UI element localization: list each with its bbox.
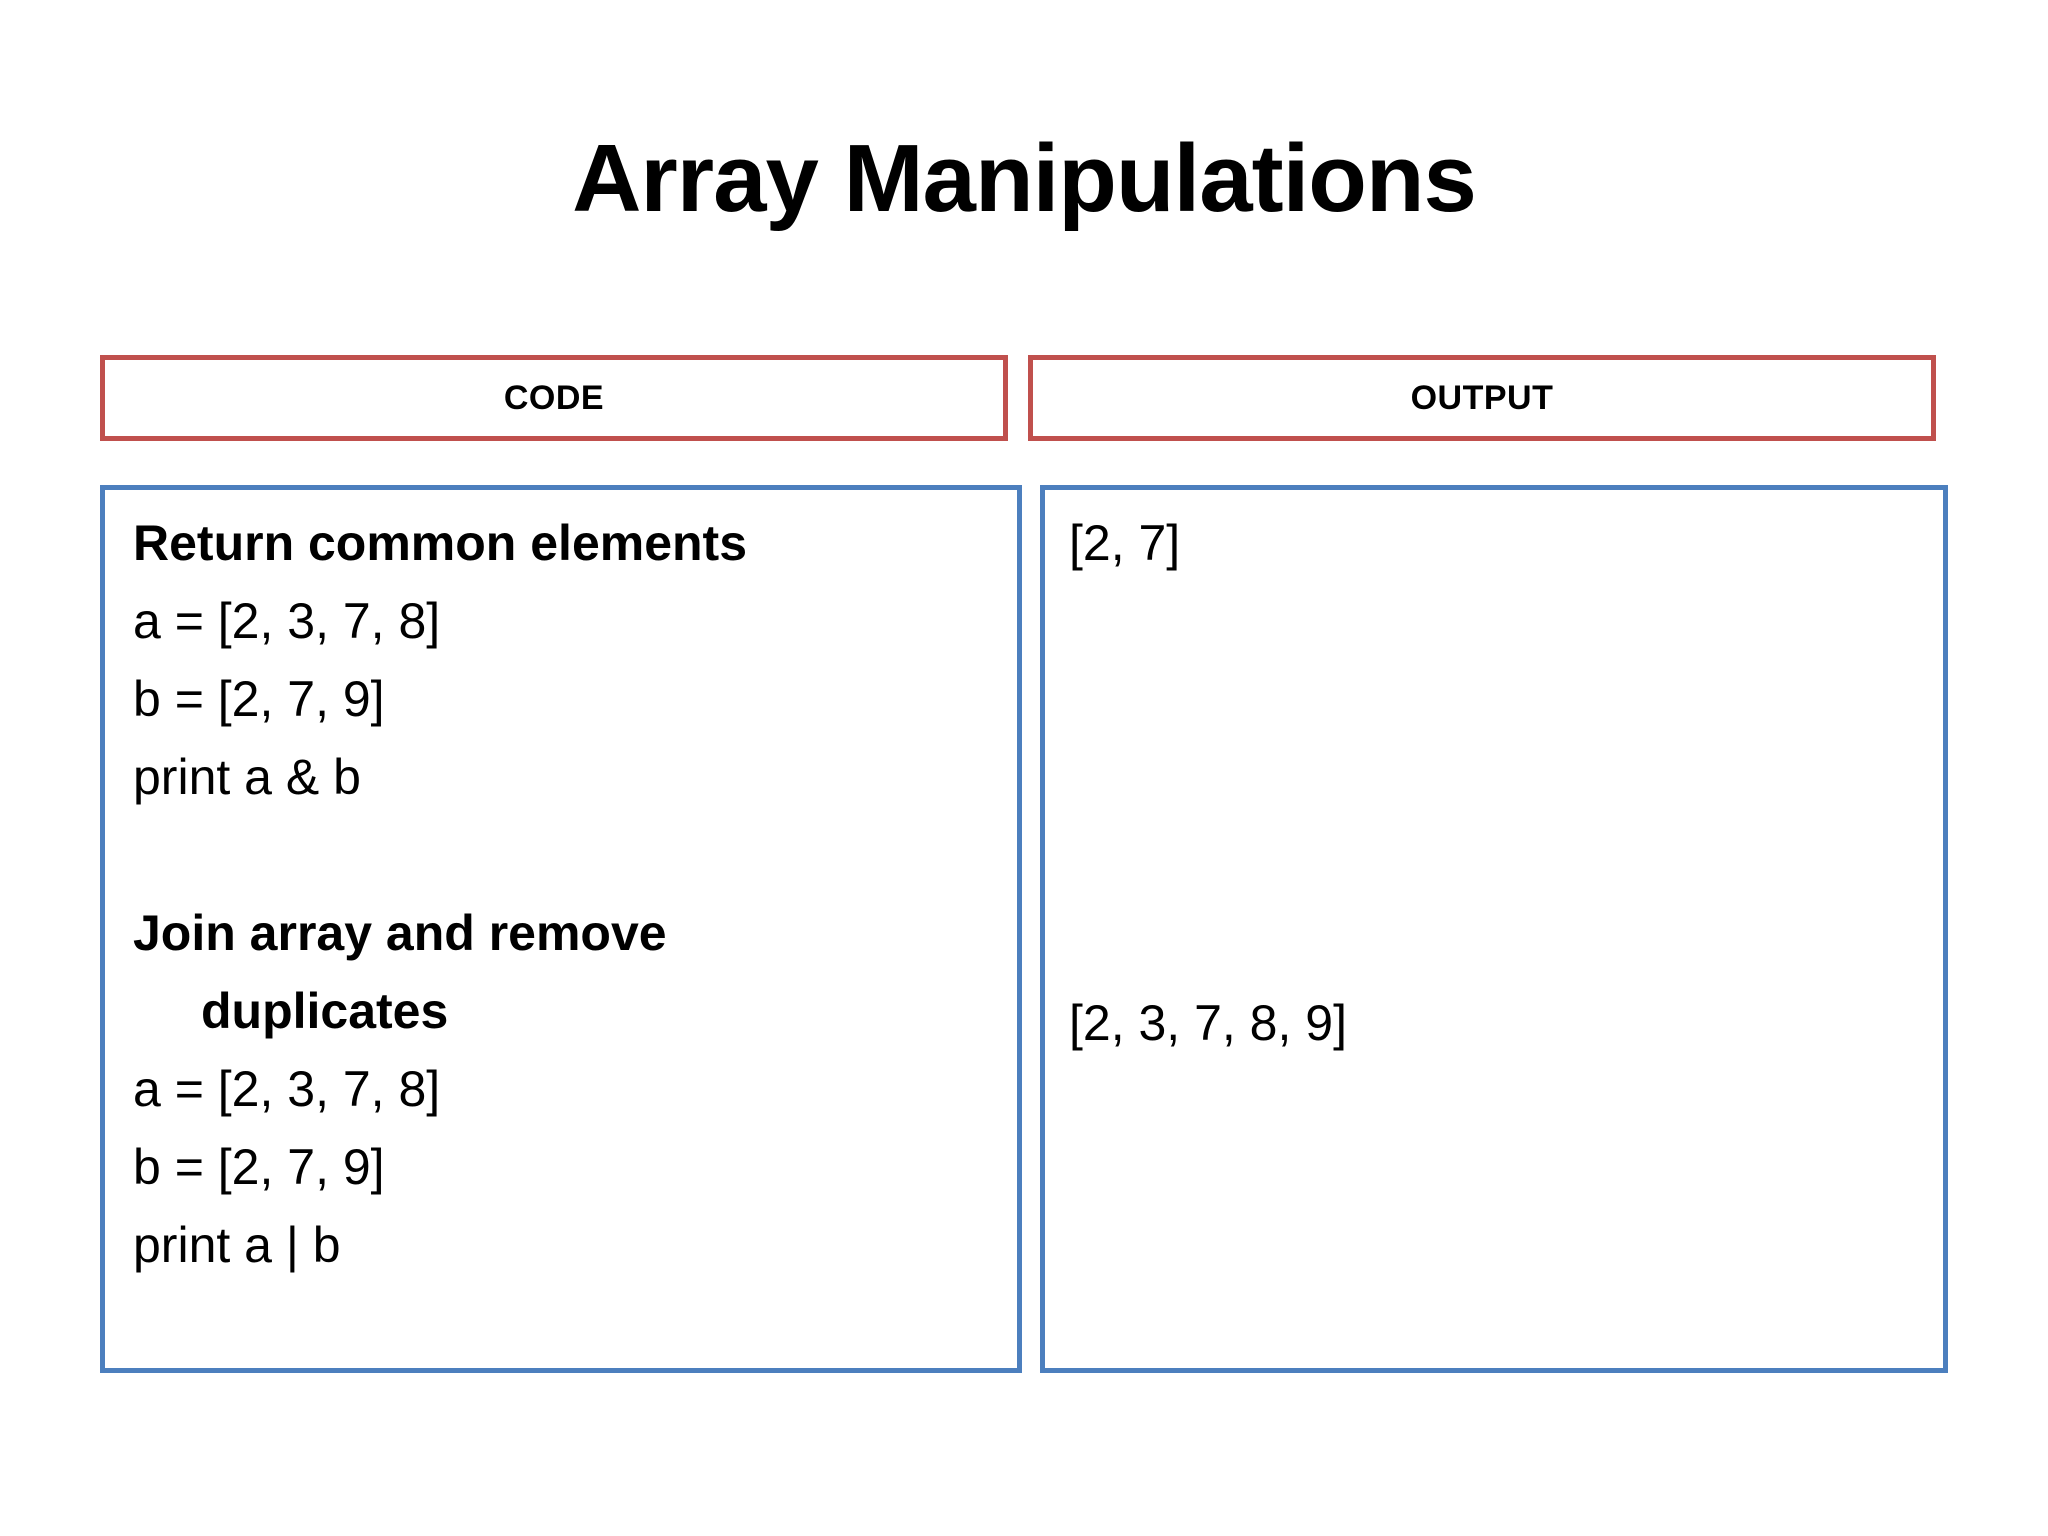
output-panel: [2, 7] [2, 3, 7, 8, 9] bbox=[1040, 485, 1948, 1373]
code-line-b-assign-2: b = [2, 7, 9] bbox=[133, 1139, 385, 1195]
code-line-a-assign-1: a = [2, 3, 7, 8] bbox=[133, 593, 441, 649]
code-line-heading-2-wrap: duplicates bbox=[201, 983, 449, 1039]
code-line-heading-1: Return common elements bbox=[133, 515, 748, 571]
column-header-output-label: OUTPUT bbox=[1410, 379, 1554, 417]
page-title: Array Manipulations bbox=[572, 125, 1477, 232]
column-header-output: OUTPUT bbox=[1028, 355, 1936, 441]
output-line-1: [2, 7] bbox=[1069, 515, 1181, 571]
code-line-b-assign-1: b = [2, 7, 9] bbox=[133, 671, 385, 727]
code-line-print-or: print a | b bbox=[133, 1217, 341, 1273]
column-header-code: CODE bbox=[100, 355, 1008, 441]
code-panel: Return common elements a = [2, 3, 7, 8] … bbox=[100, 485, 1022, 1373]
output-line-2: [2, 3, 7, 8, 9] bbox=[1069, 995, 1347, 1051]
code-line-blank bbox=[133, 816, 1001, 894]
code-line-heading-2: Join array and remove bbox=[133, 905, 667, 961]
code-line-a-assign-2: a = [2, 3, 7, 8] bbox=[133, 1061, 441, 1117]
column-header-code-label: CODE bbox=[503, 379, 605, 417]
code-panel-body: Return common elements a = [2, 3, 7, 8] … bbox=[133, 504, 1001, 1284]
code-line-print-and: print a & b bbox=[133, 749, 361, 805]
